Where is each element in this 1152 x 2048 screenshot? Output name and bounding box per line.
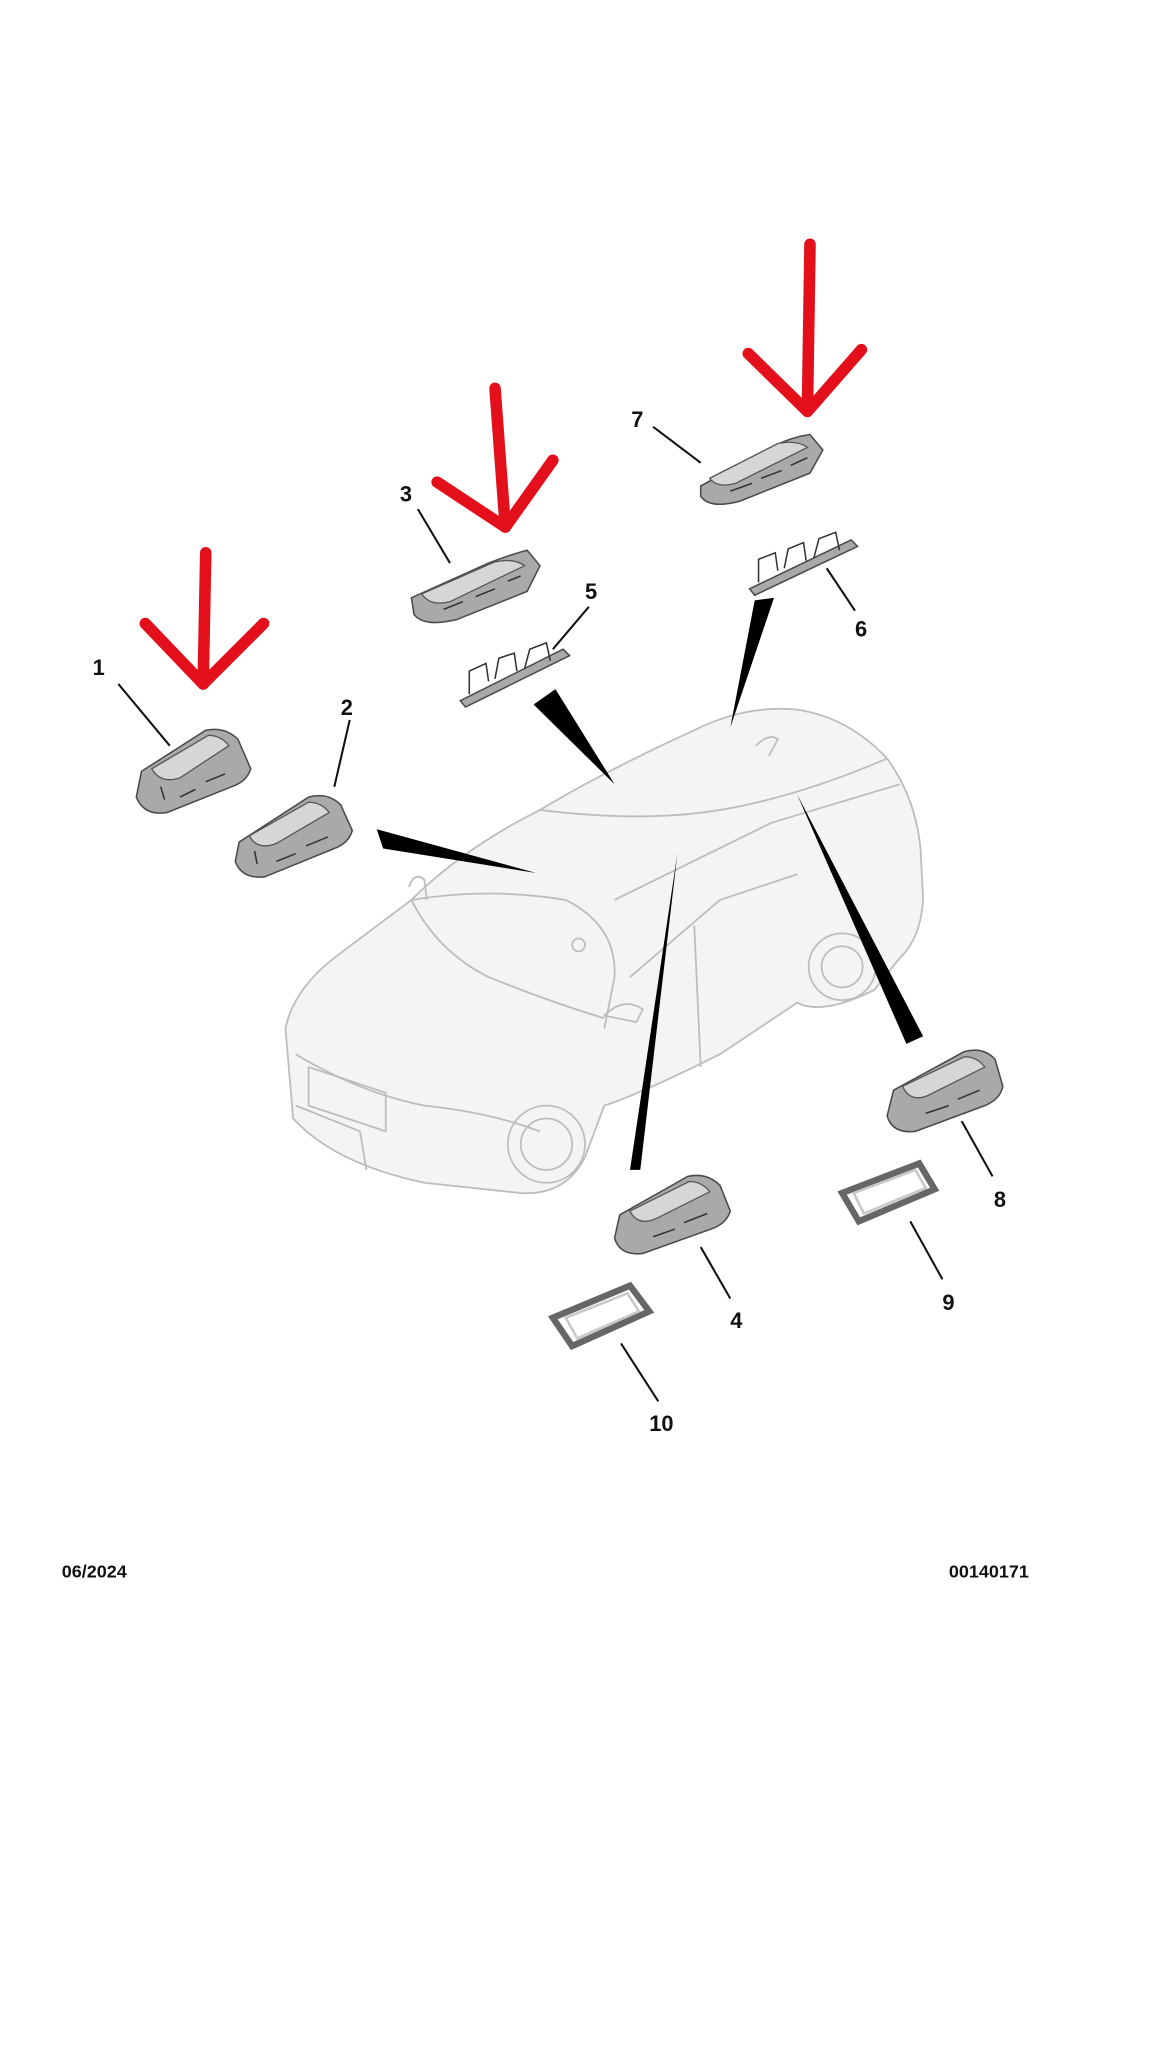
callout-8: 8 <box>994 1187 1006 1212</box>
part-10-frame[interactable] <box>547 1281 655 1351</box>
red-arrow-part-7 <box>742 238 868 418</box>
part-2-lamp[interactable] <box>234 794 354 878</box>
leader-8 <box>960 1120 994 1177</box>
callout-9: 9 <box>942 1290 954 1315</box>
part-6-bezel[interactable] <box>748 531 859 597</box>
pointer-8 <box>797 794 924 1044</box>
part-4-lamp[interactable] <box>613 1174 732 1255</box>
callout-10: 10 <box>649 1411 673 1436</box>
leader-3 <box>416 508 451 564</box>
part-7-lamp[interactable] <box>699 433 824 506</box>
part-3-lamp[interactable] <box>410 549 541 624</box>
red-arrow-part-1 <box>139 547 270 690</box>
part-1-lamp[interactable] <box>135 728 252 814</box>
part-8-lamp[interactable] <box>886 1049 1004 1133</box>
callout-1: 1 <box>93 655 105 680</box>
part-5-bezel[interactable] <box>459 641 571 709</box>
callout-6: 6 <box>855 616 867 641</box>
car-illustration <box>284 707 925 1195</box>
leader-2 <box>333 719 351 788</box>
part-9-frame[interactable] <box>837 1159 940 1226</box>
leader-9 <box>909 1220 944 1280</box>
red-arrow-part-3 <box>431 382 559 533</box>
leader-10 <box>620 1342 660 1402</box>
leader-1 <box>117 683 171 747</box>
leader-6 <box>825 567 856 612</box>
callout-5: 5 <box>585 579 597 604</box>
leader-5 <box>552 606 590 650</box>
pointer-5 <box>533 689 615 785</box>
pointer-6 <box>730 597 774 728</box>
callout-4: 4 <box>730 1308 743 1333</box>
callout-7: 7 <box>631 407 643 432</box>
callout-2: 2 <box>341 695 353 720</box>
callout-3: 3 <box>400 481 412 506</box>
footer-date: 06/2024 <box>62 1561 127 1581</box>
footer-reference: 00140171 <box>949 1561 1029 1581</box>
leader-7 <box>652 426 702 464</box>
leader-4 <box>699 1246 732 1299</box>
